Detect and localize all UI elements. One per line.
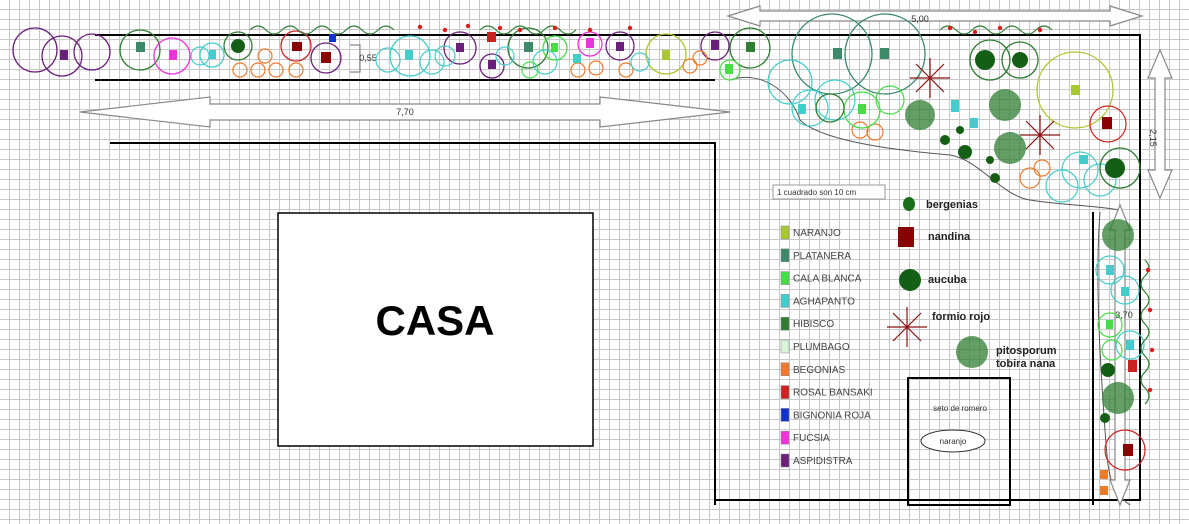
legend-swatch xyxy=(780,316,790,331)
symbol-key: bergenias nandina aucuba formio rojo pit… xyxy=(887,197,1057,370)
rosal-dots xyxy=(417,23,1155,393)
nandina-symbol xyxy=(898,227,914,247)
corner-bed-outline xyxy=(729,76,1121,211)
pitosporum-shrubs xyxy=(905,89,1134,414)
formio-label: formio rojo xyxy=(932,311,990,323)
scale-note-box xyxy=(772,184,886,200)
formio-plants xyxy=(910,58,1060,155)
arrow-right-top xyxy=(1147,48,1173,200)
legend-swatch xyxy=(780,430,790,445)
legend-label: CALA BLANCA xyxy=(793,274,862,285)
interior-wall xyxy=(110,142,716,505)
formio-symbol xyxy=(887,307,927,347)
legend-label: ASPIDISTRA xyxy=(793,456,853,467)
legend-swatch xyxy=(780,408,790,422)
nandina-label: nandina xyxy=(928,231,971,243)
plants-top-begonias xyxy=(232,48,1051,189)
legend-swatch xyxy=(780,362,790,377)
dim-right-side: 3,70 xyxy=(1115,310,1133,320)
bergenias-label: bergenias xyxy=(926,199,978,211)
plants-top-strip xyxy=(12,13,1114,129)
dim-left: 7,70 xyxy=(396,107,414,117)
plants-dark-green xyxy=(815,93,1141,189)
legend-label: PLUMBAGO xyxy=(793,342,850,353)
legend-label: FUCSIA xyxy=(793,433,830,444)
orange-tree-label: naranjo xyxy=(940,437,967,446)
plants-top-aghapanto xyxy=(190,45,1145,360)
aucuba-plants xyxy=(231,39,1125,423)
orange-tree-outline xyxy=(920,429,986,453)
legend-label: NARANJO xyxy=(793,228,841,239)
aucuba-label: aucuba xyxy=(928,274,967,286)
bignonia-vines xyxy=(249,25,1150,405)
arrow-left xyxy=(79,96,731,128)
orange-bed-wall xyxy=(907,377,1011,506)
legend-label: PLATANERA xyxy=(793,251,851,262)
top-wall xyxy=(95,34,1141,501)
pitosporum-symbol xyxy=(956,336,988,368)
legend-swatch xyxy=(780,339,790,354)
legend: 1 cuadrado son 10 cm NARANJO PLATANERA CAL… xyxy=(772,184,886,468)
scale-note: 1 cuadrado son 10 cm xyxy=(777,188,856,197)
house-label: CASA xyxy=(375,297,494,344)
legend-swatch xyxy=(780,294,790,308)
house-block xyxy=(277,212,594,447)
pitosporum-label-1: pitosporum xyxy=(996,345,1057,357)
legend-label: BEGONIAS xyxy=(793,365,846,376)
legend-label: AGHAPANTO xyxy=(793,296,855,307)
arrow-top xyxy=(725,5,1145,27)
legend-swatch xyxy=(780,385,790,399)
plants-red-circles xyxy=(1089,105,1146,471)
bergenias-symbol xyxy=(903,197,915,211)
hedge-label: seto de romero xyxy=(933,404,987,413)
arrow-small xyxy=(350,44,361,73)
legend-label: ROSAL BANSAKI xyxy=(793,388,873,399)
plant-markers xyxy=(60,32,1137,495)
dim-small: 0,55 xyxy=(359,53,377,63)
legend-label: HIBISCO xyxy=(793,319,834,330)
legend-label: BIGNONIA ROJA xyxy=(793,410,871,421)
aucuba-symbol xyxy=(899,269,921,291)
legend-swatch xyxy=(780,225,790,240)
dim-top: 5,00 xyxy=(911,14,929,24)
legend-swatch xyxy=(780,453,790,468)
legend-swatch xyxy=(780,248,790,263)
legend-swatch xyxy=(780,271,790,285)
pitosporum-label-2: tobira nana xyxy=(996,358,1056,370)
dim-right-top: 2,15 xyxy=(1148,129,1158,147)
property-walls xyxy=(95,34,1141,506)
dimension-arrows xyxy=(79,5,1173,507)
